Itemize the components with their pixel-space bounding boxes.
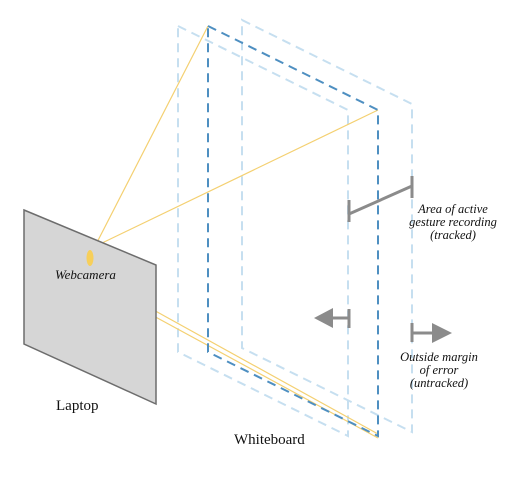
- outside-margin-label: Outside margin of error (untracked): [384, 350, 494, 391]
- right-arrow-icon: [410, 323, 452, 343]
- sightline-top: [89, 25, 209, 257]
- outside-margin-label-line-3: (untracked): [409, 376, 469, 391]
- whiteboard-label: Whiteboard: [234, 432, 305, 448]
- sightline-middle: [99, 109, 379, 245]
- outer-margin-plane-back: [241, 18, 413, 434]
- laptop-label: Laptop: [56, 398, 99, 414]
- active-area-bracket: [347, 176, 414, 222]
- sightline-lower-2: [149, 313, 379, 439]
- outside-margin-label-line-2: of error: [419, 363, 459, 378]
- active-area-label: Area of active gesture recording (tracke…: [393, 202, 513, 243]
- webcamera-label: Webcamera: [55, 267, 116, 282]
- outer-margin-plane-front: [177, 24, 349, 438]
- sightline-lower-1: [149, 307, 379, 435]
- active-area-label-line-1: Area of active: [418, 202, 488, 216]
- active-area-label-line-2: gesture recording: [409, 215, 497, 230]
- active-area-label-line-3: (tracked): [430, 228, 476, 243]
- laptop-body: [23, 208, 157, 406]
- outside-margin-label-line-1: Outside margin: [400, 350, 478, 364]
- left-arrow-icon: [314, 308, 351, 328]
- whiteboard-active-plane: [207, 24, 379, 438]
- webcam-icon: [86, 250, 94, 266]
